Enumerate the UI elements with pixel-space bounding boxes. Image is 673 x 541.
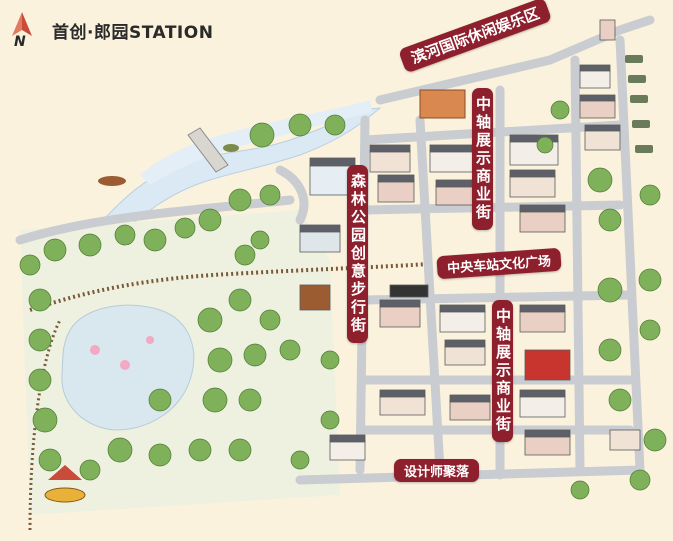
label-zhongzhou-bottom[interactable]: 中轴展示商业街 — [492, 300, 513, 442]
header: N 首创·郎园STATION — [8, 10, 213, 50]
railway-south — [28, 319, 62, 531]
carousel — [44, 487, 86, 503]
bridge — [187, 127, 229, 173]
compass-icon: N — [8, 10, 36, 50]
compass-letter: N — [14, 34, 26, 50]
label-designer[interactable]: 设计师聚落 — [394, 459, 480, 482]
label-senlin[interactable]: 森林公园创意步行街 — [347, 165, 368, 343]
sports-court — [419, 89, 466, 119]
boat — [98, 176, 126, 186]
parked-cars — [625, 55, 653, 153]
river-upper — [140, 100, 372, 185]
label-zhongzhou-top[interactable]: 中轴展示商业街 — [472, 88, 493, 230]
trees — [19, 100, 667, 500]
page-title: 首创·郎园STATION — [52, 22, 214, 43]
boat — [223, 144, 239, 152]
